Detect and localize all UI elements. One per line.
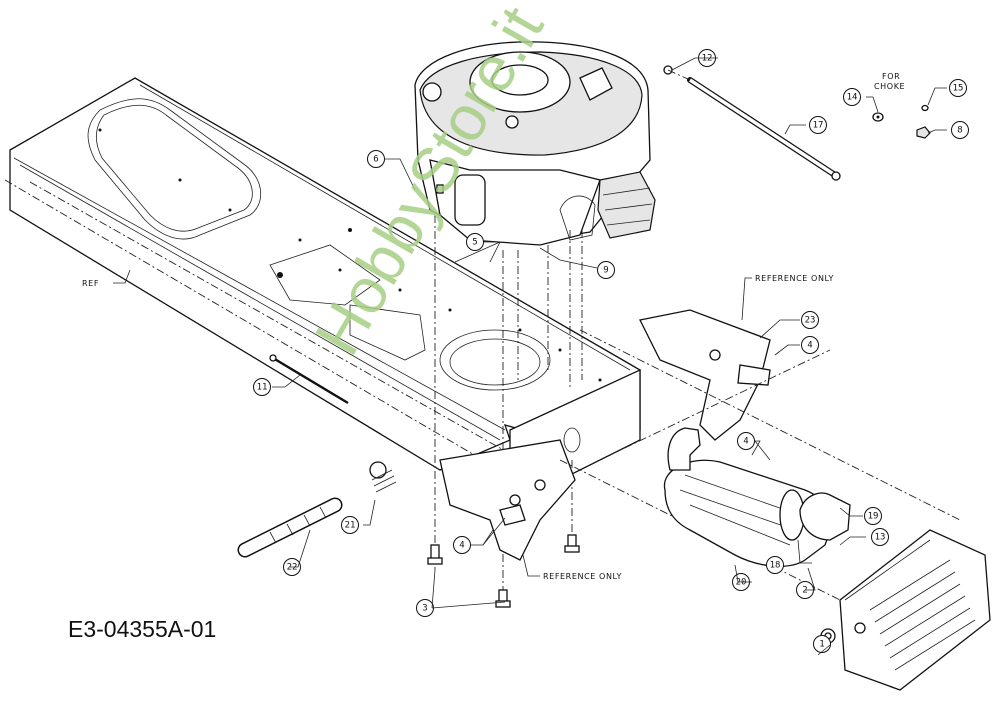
callout-circle (864, 507, 882, 525)
callout-number: 22 (287, 563, 298, 573)
callout-circle (801, 311, 819, 329)
callout-c15: 15 (949, 79, 967, 97)
callout-c1: 1 (813, 635, 831, 653)
reference-only-label-top: REFERENCE ONLY (755, 274, 834, 283)
callout-number: 23 (805, 316, 816, 326)
callout-c17: 17 (809, 116, 827, 134)
callout-c4c: 4 (453, 536, 471, 554)
muffler-guard (820, 529, 991, 691)
sleeve-22 (237, 497, 343, 558)
callout-number: 21 (345, 521, 356, 531)
callout-c19: 19 (864, 507, 882, 525)
callout-circle (801, 336, 819, 354)
callout-number: 4 (743, 437, 748, 447)
callout-c4b: 4 (737, 432, 755, 450)
callout-number: 4 (807, 341, 812, 351)
callout-number: 19 (868, 512, 879, 522)
callout-number: 12 (702, 54, 713, 64)
bolt-3 (427, 534, 580, 608)
callout-number: 18 (770, 561, 781, 571)
engine (414, 41, 656, 246)
callout-circle (597, 261, 615, 279)
callout-number: 4 (459, 541, 464, 551)
callout-c13: 13 (871, 528, 889, 546)
small-hardware (436, 104, 931, 194)
front-bracket (439, 439, 576, 561)
callout-number: 1 (819, 640, 824, 650)
callout-number: 13 (875, 533, 886, 543)
spring-21 (369, 461, 397, 493)
callout-number: 2 (802, 586, 807, 596)
callout-circle (843, 88, 861, 106)
rear-bracket (639, 309, 771, 441)
callout-number: 6 (373, 155, 378, 165)
callout-circle (809, 116, 827, 134)
callout-number: 20 (736, 578, 747, 588)
callout-number: 14 (847, 93, 858, 103)
callout-number: 9 (603, 266, 608, 276)
reference-only-label-bottom: REFERENCE ONLY (543, 572, 622, 581)
callout-number: 8 (957, 126, 962, 136)
callout-circle (871, 528, 889, 546)
leader-lines (113, 57, 947, 656)
callout-c23: 23 (801, 311, 819, 329)
callout-c14: 14 (843, 88, 861, 106)
callout-circle (949, 79, 967, 97)
callout-circle (766, 556, 784, 574)
callout-c5: 5 (466, 233, 484, 251)
callout-number: 11 (257, 383, 268, 393)
callout-c4a: 4 (801, 336, 819, 354)
callout-number: 5 (472, 238, 477, 248)
for-choke-label-line1: FOR (882, 72, 900, 81)
callout-circle (253, 378, 271, 396)
callout-c11: 11 (253, 378, 271, 396)
callout-c9: 9 (597, 261, 615, 279)
for-choke-label-line2: CHOKE (874, 82, 905, 91)
muffler (663, 427, 851, 567)
callout-c3: 3 (416, 599, 434, 617)
callout-number: 15 (953, 84, 964, 94)
drawing-code: E3-04355A-01 (68, 616, 217, 642)
callout-circle (951, 121, 969, 139)
callout-c21: 21 (341, 516, 359, 534)
callout-c18: 18 (766, 556, 784, 574)
ref-label: REF (82, 279, 99, 288)
callout-number: 17 (813, 121, 824, 131)
callout-number: 3 (422, 604, 427, 614)
callout-circle (341, 516, 359, 534)
callout-circle (737, 432, 755, 450)
callout-c8: 8 (951, 121, 969, 139)
callout-c6: 6 (367, 150, 385, 168)
rod-11 (269, 354, 349, 405)
choke-rod-17 (663, 65, 841, 181)
